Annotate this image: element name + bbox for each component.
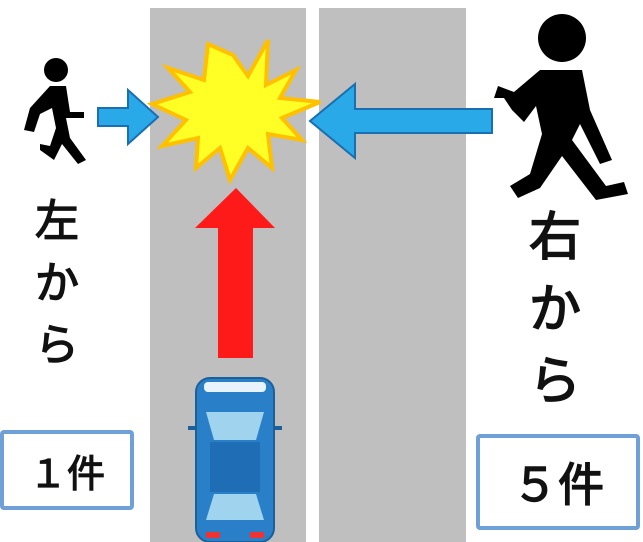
right-count-box: ５件 [476, 434, 640, 530]
right-direction-label: 右 か ら [522, 212, 588, 428]
left-direction-char: か [35, 258, 79, 309]
collision-burst-icon [146, 39, 321, 186]
left-count-box: １件 [0, 430, 134, 510]
car-icon [188, 377, 282, 542]
right-direction-char: 右 [528, 208, 581, 268]
left-direction-label: 左 か ら [30, 200, 84, 386]
right-count-value: ５件 [512, 458, 604, 512]
right-pedestrian-arrow [308, 81, 493, 161]
pedestrian-icon [24, 58, 86, 164]
car-direction-arrow [195, 188, 275, 358]
road-lane-right [319, 8, 466, 542]
right-direction-char: か [528, 280, 581, 340]
left-pedestrian-arrow [97, 87, 160, 147]
pedestrian-icon [494, 14, 628, 200]
right-direction-char: ら [528, 352, 581, 412]
left-direction-char: ら [35, 320, 79, 371]
left-direction-char: 左 [35, 196, 79, 247]
left-count-value: １件 [28, 451, 105, 496]
